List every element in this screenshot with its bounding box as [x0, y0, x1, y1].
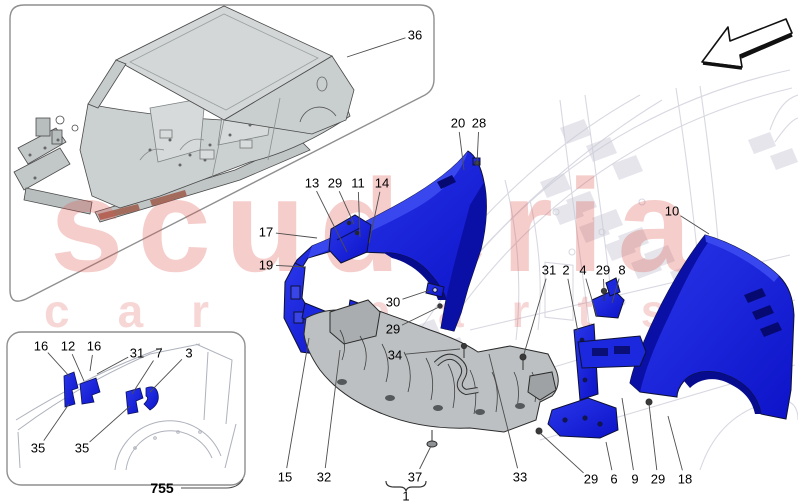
leader-line-7 [131, 360, 154, 395]
callout-14: 14 [374, 175, 390, 191]
leader-line-31 [523, 278, 547, 355]
leader-line-18 [667, 415, 683, 471]
leader-line-2 [567, 278, 579, 333]
leader-line-8 [611, 278, 620, 304]
callout-4: 4 [579, 262, 587, 278]
leader-line-31 [96, 356, 129, 375]
leader-line-6 [605, 441, 613, 471]
callout-6: 6 [610, 471, 618, 487]
group-ref-label: 1 [402, 488, 410, 503]
callout-31: 31 [129, 345, 145, 361]
leader-line-36 [346, 37, 406, 58]
page-ref-label: 755 [150, 480, 174, 496]
callout-2: 2 [562, 262, 570, 278]
leader-line-16 [89, 354, 93, 372]
inset-box-fixings [6, 331, 246, 486]
callout-7: 7 [155, 345, 163, 361]
leader-line-34 [404, 348, 461, 355]
callout-35: 35 [74, 440, 90, 456]
callout-35: 35 [30, 440, 46, 456]
callout-29: 29 [385, 321, 401, 337]
group-brace [385, 480, 427, 492]
leader-line-28 [476, 131, 479, 165]
callout-3: 3 [185, 345, 193, 361]
callout-29: 29 [583, 471, 599, 487]
callout-11: 11 [351, 175, 365, 191]
inset-clips [63, 371, 159, 415]
callout-8: 8 [618, 262, 626, 278]
leader-line-32 [324, 349, 341, 469]
callout-10: 10 [664, 203, 680, 219]
callout-30: 30 [385, 294, 401, 310]
callout-17: 17 [258, 224, 274, 240]
callout-32: 32 [316, 469, 332, 485]
leader-line-14 [368, 191, 381, 244]
leader-line-11 [357, 191, 361, 238]
leader-line-29 [648, 403, 658, 471]
callout-13: 13 [304, 175, 320, 191]
callout-9: 9 [631, 471, 639, 487]
callout-16: 16 [33, 338, 49, 354]
right-fender [629, 234, 795, 420]
callout-31: 31 [541, 262, 557, 278]
leader-line-12 [71, 354, 85, 382]
leader-line-19 [275, 265, 307, 268]
leader-line-35 [89, 405, 131, 443]
leader-line-20 [458, 131, 465, 171]
callout-19: 19 [258, 257, 274, 273]
callout-29: 29 [650, 471, 666, 487]
right-bracket-cluster [547, 277, 647, 439]
fender-outline-drawing [15, 343, 237, 471]
leader-line-17 [275, 232, 318, 239]
leader-line-4 [585, 278, 598, 318]
direction-arrow-icon [701, 18, 793, 70]
callout-36: 36 [407, 27, 423, 43]
fasteners [437, 160, 653, 435]
callout-16: 16 [86, 338, 102, 354]
inset-box-body-shell [9, 4, 435, 302]
callout-18: 18 [677, 471, 693, 487]
leader-line-16 [47, 352, 71, 378]
leader-line-30 [402, 289, 431, 300]
page-ref-line [181, 478, 244, 489]
body-shell-drawing [13, 5, 355, 223]
leader-line-9 [621, 397, 634, 471]
underbody-shield [303, 299, 559, 448]
leader-line-3 [149, 359, 183, 393]
callout-33: 33 [512, 469, 528, 485]
leader-line-29 [338, 190, 355, 225]
leader-line-15 [286, 337, 310, 469]
leader-line-29 [401, 306, 440, 326]
callout-34: 34 [387, 347, 403, 363]
callout-28: 28 [471, 115, 487, 131]
leader-line-29 [539, 432, 584, 474]
callout-29: 29 [327, 175, 343, 191]
leader-line-35 [43, 403, 70, 441]
callout-15: 15 [277, 469, 293, 485]
callout-37: 37 [407, 469, 423, 485]
leader-lines [43, 37, 710, 474]
leader-line-37 [419, 445, 432, 470]
callout-29: 29 [595, 262, 611, 278]
leader-line-29 [603, 278, 605, 291]
leader-line-33 [488, 353, 518, 469]
callout-12: 12 [60, 338, 76, 354]
callout-20: 20 [450, 115, 466, 131]
leader-line-13 [316, 190, 348, 253]
leader-line-10 [680, 215, 710, 235]
